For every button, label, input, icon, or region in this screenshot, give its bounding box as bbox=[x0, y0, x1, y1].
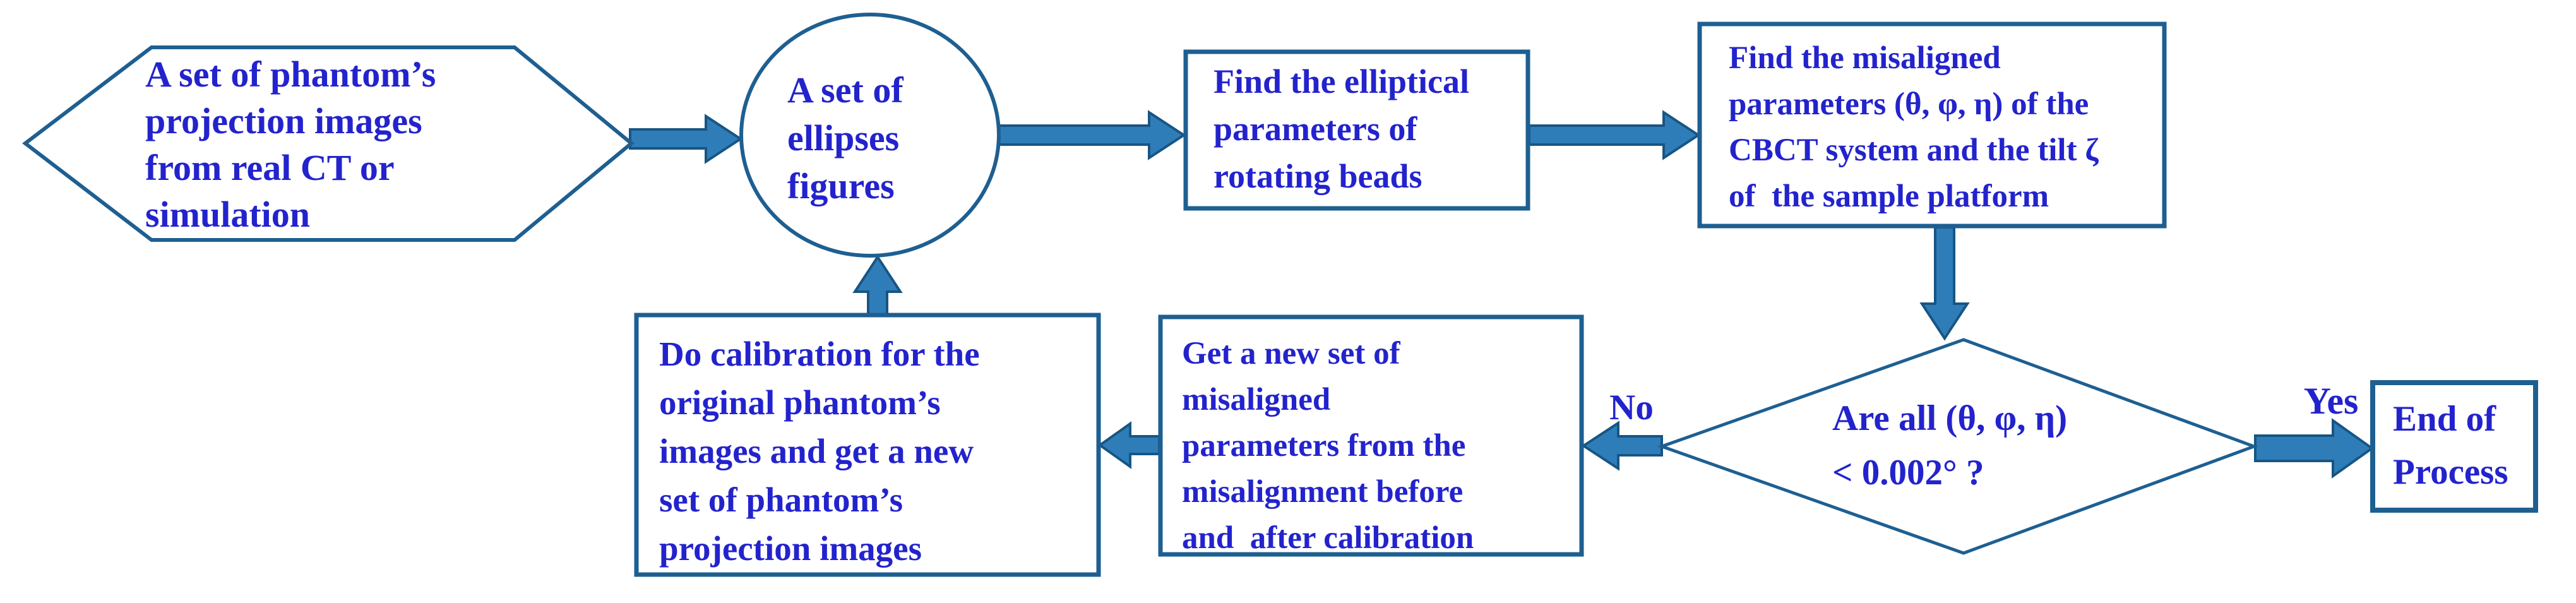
arrow-find-misaligned-to-decision bbox=[1919, 226, 1970, 341]
find-misaligned-line: CBCT system and the tilt ζ bbox=[1729, 133, 2099, 168]
find-misaligned-line: parameters (θ, φ, η) of the bbox=[1729, 87, 2089, 122]
get-new-set-line: misaligned bbox=[1182, 382, 1331, 417]
arrow-decision-yes-to-end bbox=[2254, 418, 2375, 479]
get-new-set-line: parameters from the bbox=[1182, 428, 1466, 463]
find-elliptical-line: parameters of bbox=[1213, 110, 1417, 148]
find-misaligned-box-shape bbox=[1697, 21, 2167, 229]
do-calibration-line: Do calibration for the bbox=[659, 335, 980, 373]
find-misaligned-line: Find the misaligned bbox=[1729, 40, 2001, 76]
ellipses-circle-text: A set of ellipses figures bbox=[787, 66, 996, 210]
end-process-line: End of bbox=[2393, 399, 2496, 439]
do-calibration-text: Do calibration for the original phantom’… bbox=[659, 330, 1092, 573]
do-calibration-line: images and get a new bbox=[659, 432, 974, 470]
start-hexagon-line: projection images bbox=[145, 100, 422, 141]
arrow-decision-no-to-get-new-set bbox=[1581, 421, 1663, 471]
start-hexagon-line: A set of phantom’s bbox=[145, 54, 436, 95]
find-elliptical-line: Find the elliptical bbox=[1213, 63, 1469, 100]
do-calibration-line: set of phantom’s bbox=[659, 481, 903, 519]
no-branch-label: No bbox=[1609, 387, 1654, 427]
start-hexagon-text: A set of phantom’s projection images fro… bbox=[145, 51, 556, 238]
end-process-box-shape bbox=[2370, 380, 2538, 513]
find-elliptical-line: rotating beads bbox=[1213, 157, 1422, 195]
arrow-find-elliptical-to-find-misaligned bbox=[1528, 110, 1701, 160]
ellipses-circle-shape bbox=[739, 13, 1001, 258]
arrow-hexagon-to-circle bbox=[629, 114, 743, 164]
get-new-set-line: misalignment before bbox=[1182, 474, 1464, 510]
start-hexagon-line: from real CT or bbox=[145, 147, 395, 188]
yes-branch-label: Yes bbox=[2303, 379, 2359, 422]
decision-line: Are all (θ, φ, η) bbox=[1832, 398, 2068, 438]
end-process-line: Process bbox=[2393, 452, 2508, 492]
find-misaligned-line: of the sample platform bbox=[1729, 179, 2049, 214]
ellipses-circle-line: A set of bbox=[787, 69, 903, 110]
arrow-circle-to-find-elliptical bbox=[998, 110, 1186, 160]
decision-text: Are all (θ, φ, η) < 0.002° ? bbox=[1832, 391, 2186, 500]
get-new-set-box-shape bbox=[1158, 314, 1584, 557]
do-calibration-box-shape bbox=[634, 313, 1101, 577]
decision-line: < 0.002° ? bbox=[1832, 453, 1984, 493]
start-hexagon-line: simulation bbox=[145, 194, 311, 235]
do-calibration-line: projection images bbox=[659, 529, 922, 568]
get-new-set-text: Get a new set of misaligned parameters f… bbox=[1182, 331, 1573, 561]
find-elliptical-box-shape bbox=[1183, 49, 1530, 211]
do-calibration-line: original phantom’s bbox=[659, 383, 941, 422]
arrow-get-new-set-to-do-calibration bbox=[1097, 421, 1160, 469]
ellipses-circle-line: ellipses bbox=[787, 117, 900, 158]
ellipses-circle-line: figures bbox=[787, 165, 895, 206]
find-elliptical-text: Find the elliptical parameters of rotati… bbox=[1213, 58, 1523, 200]
get-new-set-line: and after calibration bbox=[1182, 520, 1474, 556]
end-process-text: End of Process bbox=[2393, 393, 2532, 499]
get-new-set-line: Get a new set of bbox=[1182, 336, 1400, 371]
find-misaligned-text: Find the misaligned parameters (θ, φ, η)… bbox=[1729, 35, 2158, 220]
start-hexagon-shape bbox=[22, 45, 635, 242]
decision-diamond-shape bbox=[1657, 338, 2259, 555]
